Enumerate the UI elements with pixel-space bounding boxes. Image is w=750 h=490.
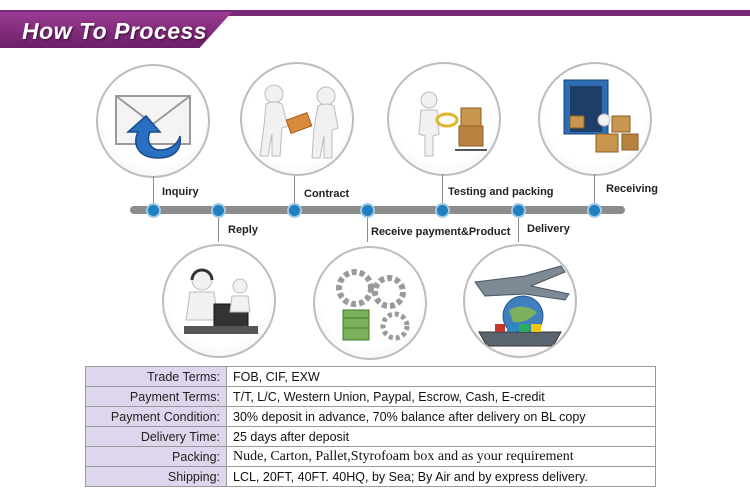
step-label-delivery: Delivery <box>527 223 570 235</box>
payment-gears-icon <box>313 246 427 360</box>
envelope-reply-icon <box>96 64 210 178</box>
handshake-contract-icon <box>240 62 354 176</box>
shipping-key: Shipping: <box>85 466 227 487</box>
shipping-value: LCL, 20FT, 40FT. 40HQ, by Sea; By Air an… <box>226 466 656 487</box>
packing-key: Packing: <box>85 446 227 467</box>
packing-value: Nude, Carton, Pallet,Styrofoam box and a… <box>226 446 656 467</box>
step-label-contract: Contract <box>304 188 350 200</box>
table-row: Payment Terms: T/T, L/C, Western Union, … <box>85 386 656 407</box>
call-center-icon <box>162 244 276 358</box>
timeline-dot-reply <box>211 203 226 218</box>
timeline-dot-delivery <box>511 203 526 218</box>
timeline-dot-contract <box>287 203 302 218</box>
step-label-testing: Testing and packing <box>448 186 554 198</box>
payment-terms-value: T/T, L/C, Western Union, Paypal, Escrow,… <box>226 386 656 407</box>
stem-delivery <box>518 212 519 242</box>
terms-table: Trade Terms: FOB, CIF, EXW Payment Terms… <box>85 366 656 487</box>
stem-inquiry <box>153 176 154 208</box>
trade-terms-key: Trade Terms: <box>85 366 227 387</box>
header-rule <box>0 10 750 16</box>
stem-contract <box>294 176 295 208</box>
table-row: Shipping: LCL, 20FT, 40FT. 40HQ, by Sea;… <box>85 466 656 487</box>
step-label-reply: Reply <box>228 224 258 236</box>
stem-receiving <box>594 174 595 208</box>
delivery-time-key: Delivery Time: <box>85 426 227 447</box>
stem-payment <box>367 212 368 242</box>
trade-terms-value: FOB, CIF, EXW <box>226 366 656 387</box>
table-row: Trade Terms: FOB, CIF, EXW <box>85 366 656 387</box>
stem-reply <box>218 212 219 242</box>
timeline-dot-payment <box>360 203 375 218</box>
step-label-inquiry: Inquiry <box>162 186 199 198</box>
header-tab <box>0 12 232 48</box>
payment-condition-key: Payment Condition: <box>85 406 227 427</box>
container-receiving-icon <box>538 62 652 176</box>
process-timeline <box>130 206 625 214</box>
table-row: Packing: Nude, Carton, Pallet,Styrofoam … <box>85 446 656 467</box>
payment-condition-value: 30% deposit in advance, 70% balance afte… <box>226 406 656 427</box>
page-title: How To Process <box>22 18 208 44</box>
stem-testing <box>442 174 443 208</box>
testing-packing-icon <box>387 62 501 176</box>
timeline-dot-receiving <box>587 203 602 218</box>
table-row: Delivery Time: 25 days after deposit <box>85 426 656 447</box>
timeline-dot-testing <box>435 203 450 218</box>
delivery-time-value: 25 days after deposit <box>226 426 656 447</box>
step-label-receiving: Receiving <box>606 183 658 195</box>
step-label-payment: Receive payment&Product <box>371 226 511 238</box>
payment-terms-key: Payment Terms: <box>85 386 227 407</box>
delivery-transport-icon <box>463 244 577 358</box>
header-banner: How To Process <box>0 0 750 50</box>
timeline-dot-inquiry <box>146 203 161 218</box>
table-row: Payment Condition: 30% deposit in advanc… <box>85 406 656 427</box>
